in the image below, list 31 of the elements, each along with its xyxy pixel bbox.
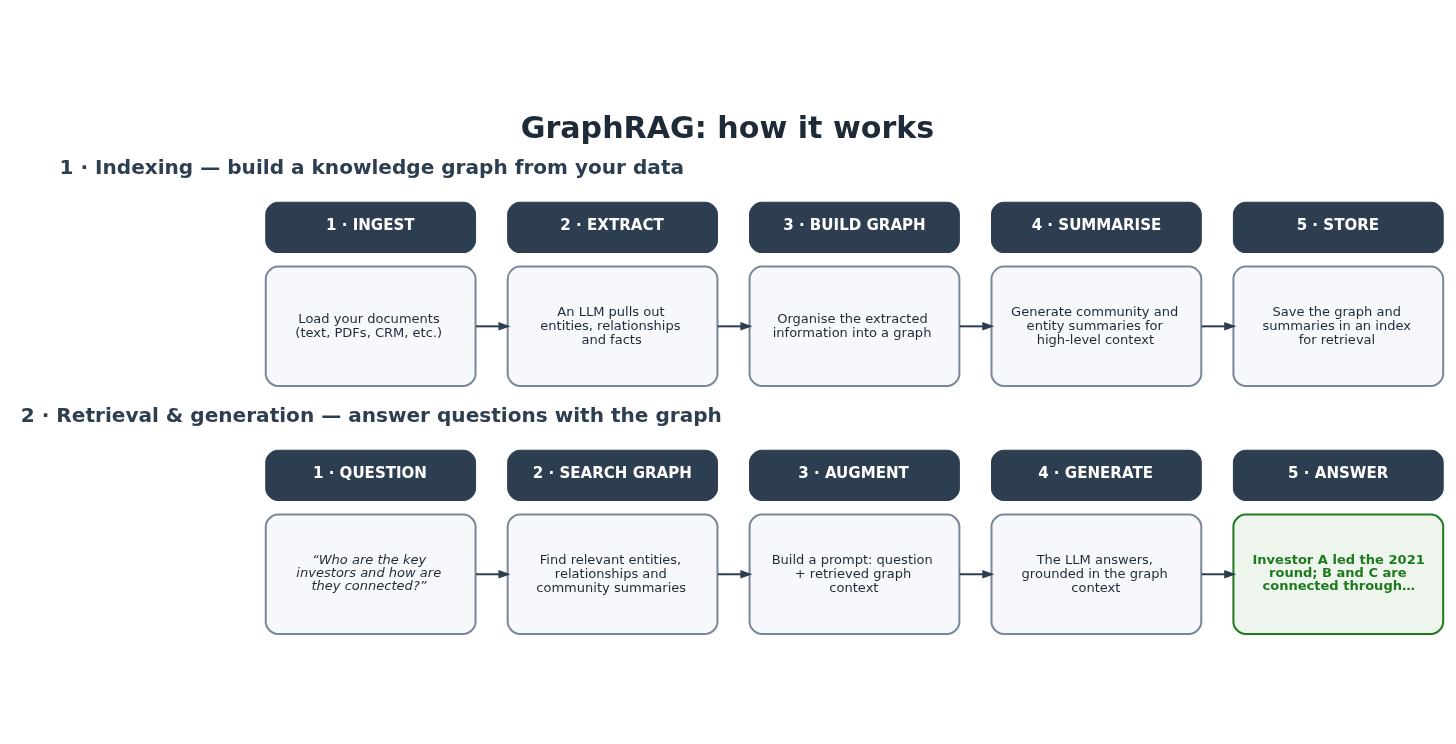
node-box: 2 · SEARCH GRAPH xyxy=(507,449,718,501)
node-box: Save the graph and summaries in an index for retrieval xyxy=(1232,265,1445,387)
node-box: 5 · STORE xyxy=(1232,201,1444,253)
label: 1 · Indexing — build a knowledge graph from your data xyxy=(59,154,685,179)
node-box: 1 · QUESTION xyxy=(265,449,477,501)
node-box: Investor A led the 2021 round; B and C are connected through… xyxy=(1232,513,1445,635)
arrow xyxy=(476,321,511,331)
arrow xyxy=(476,569,511,578)
node-box: Load your documents (text, PDFs, CRM, etc.) xyxy=(264,265,477,387)
node-box: 1 · INGEST xyxy=(265,201,477,253)
node-box: 3 · BUILD GRAPH xyxy=(749,201,960,253)
node-box: 2 · EXTRACT xyxy=(507,201,718,253)
node-box: 3 · AUGMENT xyxy=(749,449,960,501)
arrow xyxy=(717,321,753,331)
arrow xyxy=(959,321,995,331)
node-box: 4 · GENERATE xyxy=(991,449,1202,501)
arrow xyxy=(1201,321,1237,331)
node-box: Organise the extracted information into a graph xyxy=(748,265,961,387)
arrow xyxy=(717,569,753,578)
label: 2 · Retrieval & generation — answer questions with the graph xyxy=(20,402,722,427)
node-box: Build a prompt: question + retrieved graph context xyxy=(748,513,961,635)
node-box: Find relevant entities, relationships and community summaries xyxy=(506,513,719,635)
arrow xyxy=(1201,569,1237,578)
diagram-title: GraphRAG: how it works xyxy=(520,109,935,145)
arrow xyxy=(959,569,995,578)
node-box: 5 · ANSWER xyxy=(1232,449,1444,501)
node-box: The LLM answers, grounded in the graph context xyxy=(990,513,1203,635)
node-box: “Who are the key investors and how are they connected?” xyxy=(264,513,477,635)
node-box: Generate community and entity summaries for high-level context xyxy=(990,265,1203,387)
node-box: 4 · SUMMARISE xyxy=(991,201,1202,253)
node-box: An LLM pulls out entities, relationships and facts xyxy=(506,265,719,387)
